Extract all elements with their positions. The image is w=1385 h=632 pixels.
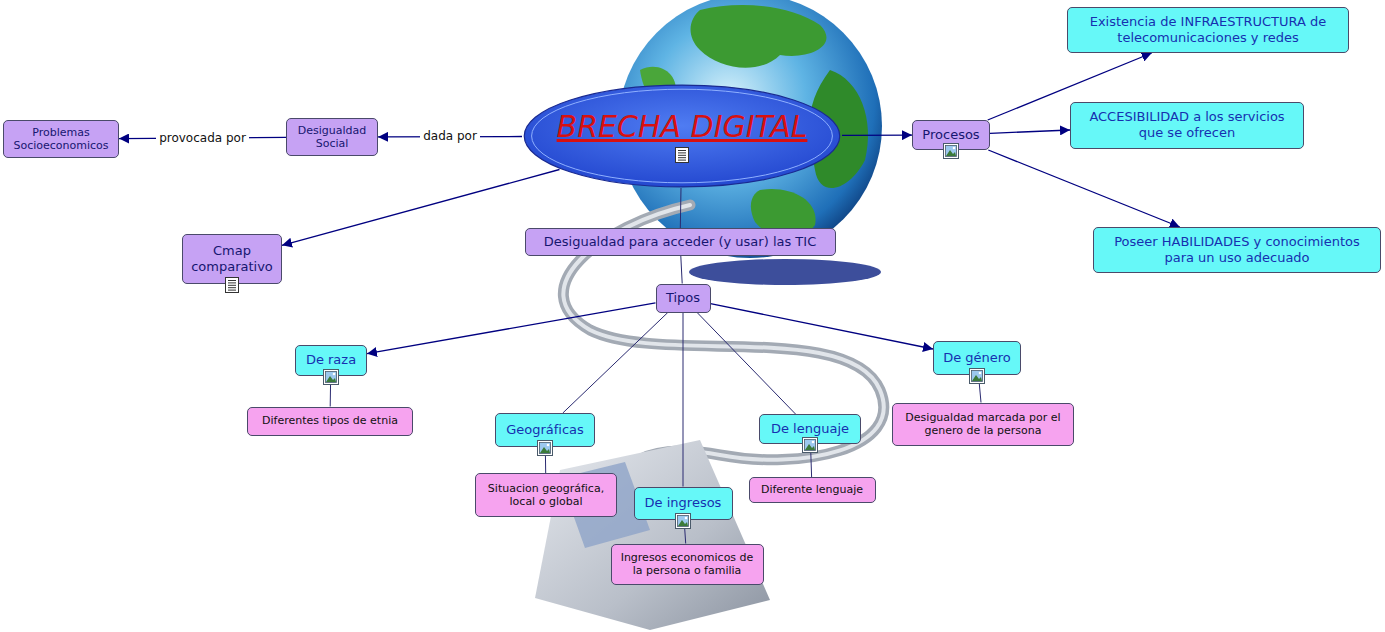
node-text: Geográficas (502, 422, 588, 438)
image-icon (537, 440, 553, 456)
node-text: Problemas Socioeconomicos (10, 126, 112, 152)
type-box: De ingresos (634, 487, 733, 520)
description-box: Ingresos economicos de la persona o fami… (611, 544, 764, 585)
node-text: Ingresos economicos de la persona o fami… (618, 551, 757, 577)
process-box: Poseer HABILIDADES y conocimientos para … (1093, 227, 1381, 273)
connector (681, 256, 682, 284)
image-icon (802, 437, 818, 453)
type-box: De género (933, 341, 1021, 375)
edge-label: provocada por (156, 131, 249, 145)
node-text: De raza (302, 352, 360, 368)
node-text: BRECHA DIGITAL (532, 109, 832, 145)
connector (990, 130, 1070, 133)
image-icon (969, 368, 985, 384)
node-text: Desigualdad marcada por el genero de la … (899, 411, 1067, 437)
process-box: ACCESIBILIDAD a los servicios que se ofr… (1070, 102, 1304, 149)
concept-box: Procesos (912, 120, 990, 150)
node-text: Situacion geográfica, local o global (482, 482, 610, 508)
description-box: Diferentes tipos de etnia (247, 407, 413, 436)
concept-box: Desigualdad Social (286, 118, 378, 156)
connector (282, 170, 560, 246)
description-box: Diferente lenguaje (749, 477, 876, 503)
image-icon (323, 369, 339, 385)
connector (367, 303, 656, 354)
concept-box: Desigualdad para acceder (y usar) las TI… (525, 228, 836, 256)
document-icon (674, 147, 690, 163)
image-icon (943, 143, 959, 159)
connector (842, 134, 912, 136)
concept-box: Tipos (656, 284, 711, 313)
type-box: Geográficas (495, 413, 595, 447)
connector (563, 313, 668, 414)
concept-box: Cmap comparativo (182, 234, 282, 284)
connector (711, 304, 934, 349)
concept-box: Problemas Socioeconomicos (3, 120, 119, 158)
continent (691, 5, 827, 68)
process-box: Existencia de INFRAESTRUCTURA de telecom… (1067, 7, 1349, 53)
node-text: Desigualdad para acceder (y usar) las TI… (532, 234, 829, 250)
node-text: Desigualdad Social (293, 124, 371, 150)
connector (680, 188, 682, 228)
node-text: Diferentes tipos de etnia (254, 414, 406, 427)
node-text: Procesos (919, 127, 983, 143)
node-text: Cmap comparativo (189, 243, 275, 274)
node-text: Diferente lenguaje (756, 483, 869, 496)
connector (697, 313, 795, 415)
edge-label: dada por (420, 129, 480, 143)
main-ellipse: BRECHA DIGITAL (522, 84, 842, 188)
type-box: De lenguaje (759, 414, 861, 444)
document-icon (224, 277, 240, 293)
type-box: De raza (295, 345, 367, 376)
node-text: Poseer HABILIDADES y conocimientos para … (1100, 234, 1374, 265)
plug (535, 440, 770, 630)
node-text: De lenguaje (766, 421, 854, 437)
globe-shadow (689, 259, 881, 285)
description-box: Desigualdad marcada por el genero de la … (892, 403, 1074, 446)
image-icon (675, 513, 691, 529)
node-text: De género (940, 350, 1014, 366)
connector (683, 313, 684, 487)
node-text: Existencia de INFRAESTRUCTURA de telecom… (1074, 14, 1342, 45)
node-text: ACCESIBILIDAD a los servicios que se ofr… (1077, 109, 1297, 140)
node-text: De ingresos (641, 495, 726, 511)
connector (988, 150, 1180, 227)
description-box: Situacion geográfica, local o global (475, 473, 617, 517)
node-text: Tipos (663, 290, 704, 306)
